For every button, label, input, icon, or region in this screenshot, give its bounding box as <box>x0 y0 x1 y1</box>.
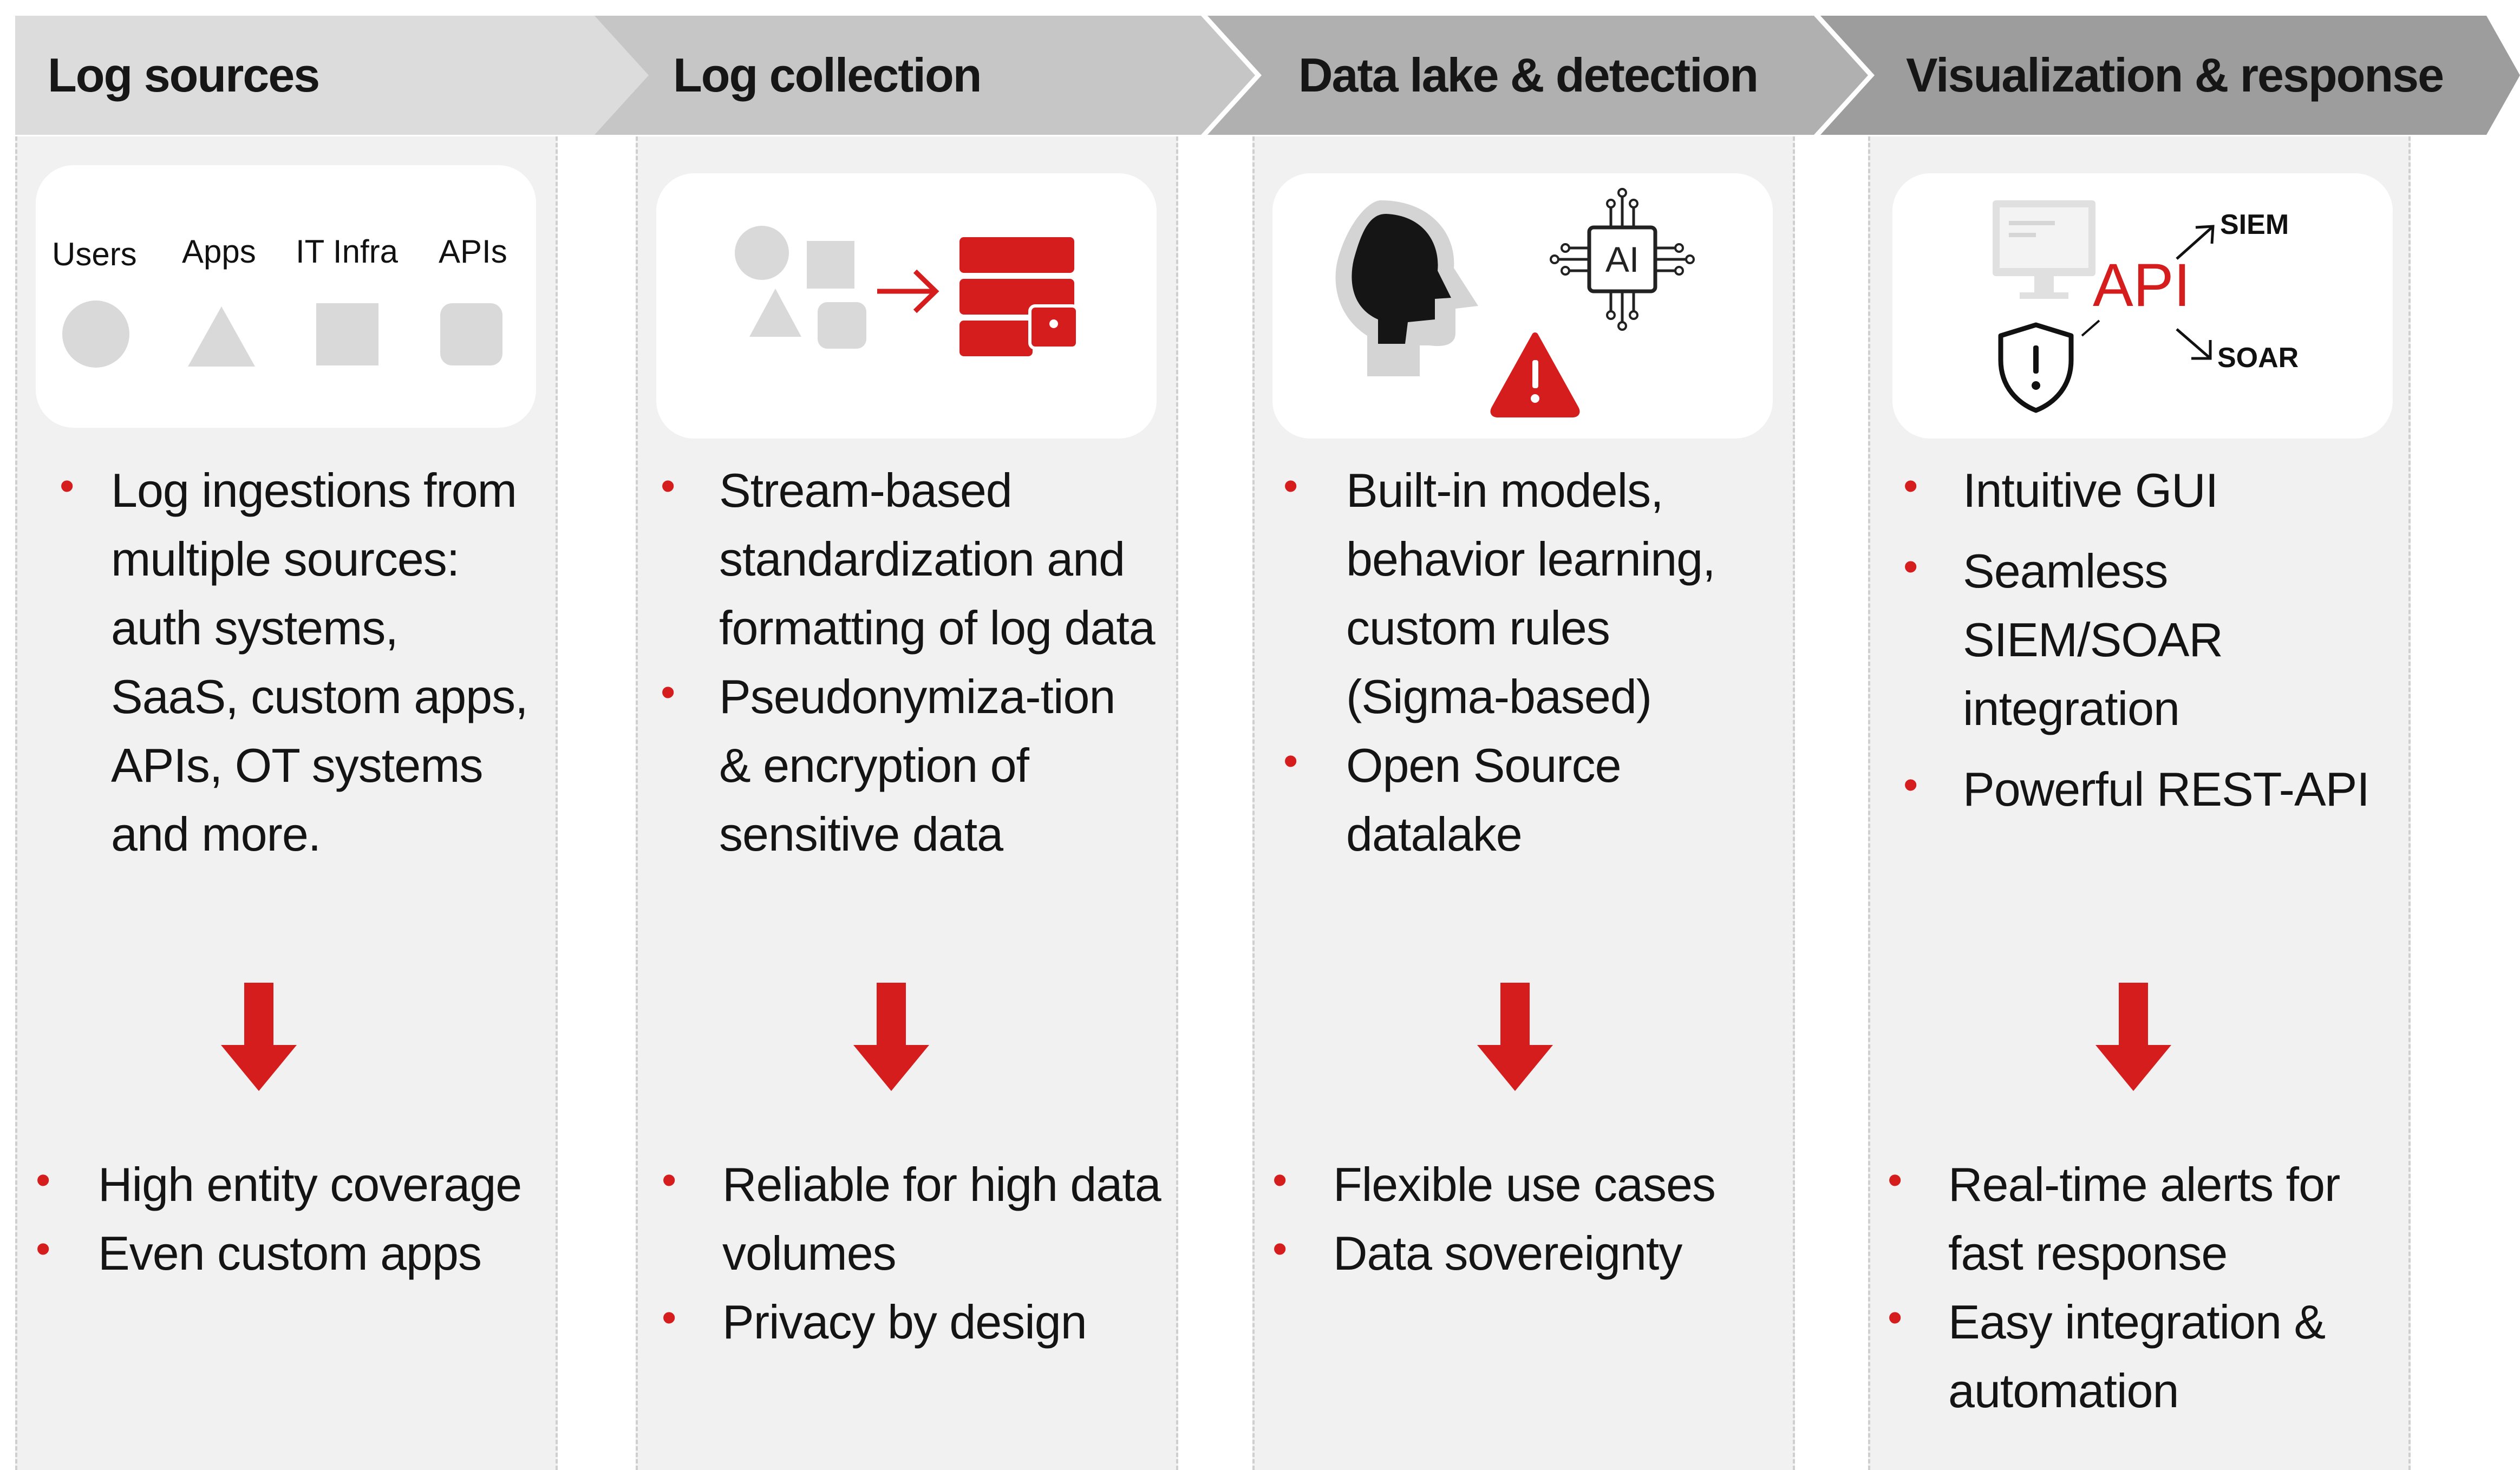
bullet-item: Log ingestions from multiple sources: au… <box>60 452 536 868</box>
bullet-item: Even custom apps <box>36 1214 539 1288</box>
col2-top-bullets: Stream-based standardization and formatt… <box>661 452 1159 868</box>
stage-title: Data lake & detection <box>1298 48 1759 102</box>
stage-header-data-lake: Data lake & detection <box>1207 16 1868 135</box>
label-apis: APIs <box>439 233 507 270</box>
col1-top-bullets: Log ingestions from multiple sources: au… <box>60 452 536 868</box>
col4-bottom-bullets: Real-time alerts for fast response Easy … <box>1888 1146 2402 1425</box>
bullet-item: Intuitive GUI <box>1903 452 2401 525</box>
bullet-item: Built-in models, behavior learning, cust… <box>1283 452 1781 731</box>
shield-alert-icon <box>1998 322 2074 413</box>
bullet-item: Easy integration & automation <box>1888 1283 2402 1425</box>
warning-icon <box>1490 332 1580 417</box>
ai-chip-icon: AI <box>1550 188 1695 331</box>
triangle-icon <box>749 289 801 337</box>
stage-header-log-collection: Log collection <box>595 16 1255 135</box>
col4-top-bullets: Intuitive GUI Seamless SIEM/SOAR integra… <box>1903 452 2401 824</box>
stage-title: Log sources <box>48 48 320 102</box>
bullet-item: Pseudonymiza-tion & encryption of sensit… <box>661 658 1159 868</box>
siem-label: SIEM <box>2220 209 2289 240</box>
right-arrow-icon <box>877 269 939 313</box>
col3-top-bullets: Built-in models, behavior learning, cust… <box>1283 452 1781 868</box>
stage-title: Visualization & response <box>1906 48 2444 102</box>
bullet-item: Privacy by design <box>662 1283 1171 1356</box>
arrow-to-siem-icon <box>2176 225 2215 260</box>
stage-header-log-sources: Log sources <box>15 16 654 135</box>
soar-label: SOAR <box>2217 342 2299 374</box>
bullet-item: High entity coverage <box>36 1146 539 1219</box>
col2-bottom-bullets: Reliable for high data volumes Privacy b… <box>662 1146 1171 1356</box>
stage-title: Log collection <box>673 48 982 102</box>
api-label: API <box>2093 251 2191 319</box>
monitor-icon <box>1993 200 2095 299</box>
connector-line <box>2081 319 2100 337</box>
bullet-item: Open Source datalake <box>1283 727 1781 868</box>
down-arrow-icon <box>853 983 929 1091</box>
head-profile-icon <box>1335 200 1478 376</box>
bullet-item: Seamless SIEM/SOAR integration <box>1903 532 2401 743</box>
rounded-square-icon <box>440 303 502 365</box>
ai-label: AI <box>1605 239 1639 279</box>
circle-icon <box>62 300 129 368</box>
icon-card-log-sources <box>36 165 536 428</box>
label-it-infra: IT Infra <box>296 233 398 270</box>
square-icon <box>316 303 378 365</box>
bullet-item: Real-time alerts for fast response <box>1888 1146 2402 1288</box>
source-shapes-icon <box>62 300 502 368</box>
bullet-item: Data sovereignty <box>1272 1214 1781 1288</box>
arrow-to-soar-icon <box>2176 328 2212 360</box>
down-arrow-icon <box>1477 983 1553 1091</box>
triangle-icon <box>188 306 255 367</box>
down-arrow-icon <box>2095 983 2171 1091</box>
detection-icon: AI <box>1335 188 1695 417</box>
bullet-item: Flexible use cases <box>1272 1146 1781 1219</box>
bullet-item: Stream-based standardization and formatt… <box>661 452 1159 662</box>
circle-icon <box>735 226 789 280</box>
bullet-item: Reliable for high data volumes <box>662 1146 1171 1288</box>
square-icon <box>807 241 854 289</box>
down-arrow-icon <box>221 983 297 1091</box>
col3-bottom-bullets: Flexible use cases Data sovereignty <box>1272 1146 1781 1288</box>
col1-bottom-bullets: High entity coverage Even custom apps <box>36 1146 539 1288</box>
integration-icon: API SIEM SOAR <box>1993 200 2299 413</box>
label-apps: Apps <box>182 233 256 270</box>
stage-header-visualization: Visualization & response <box>1820 16 2520 135</box>
rounded-square-icon <box>818 302 866 349</box>
bullet-item: Powerful REST-API <box>1903 750 2401 824</box>
collection-icon <box>735 226 1079 356</box>
locked-database-icon <box>959 237 1079 356</box>
label-users: Users <box>52 236 137 272</box>
icon-card-visualization <box>1892 173 2393 439</box>
